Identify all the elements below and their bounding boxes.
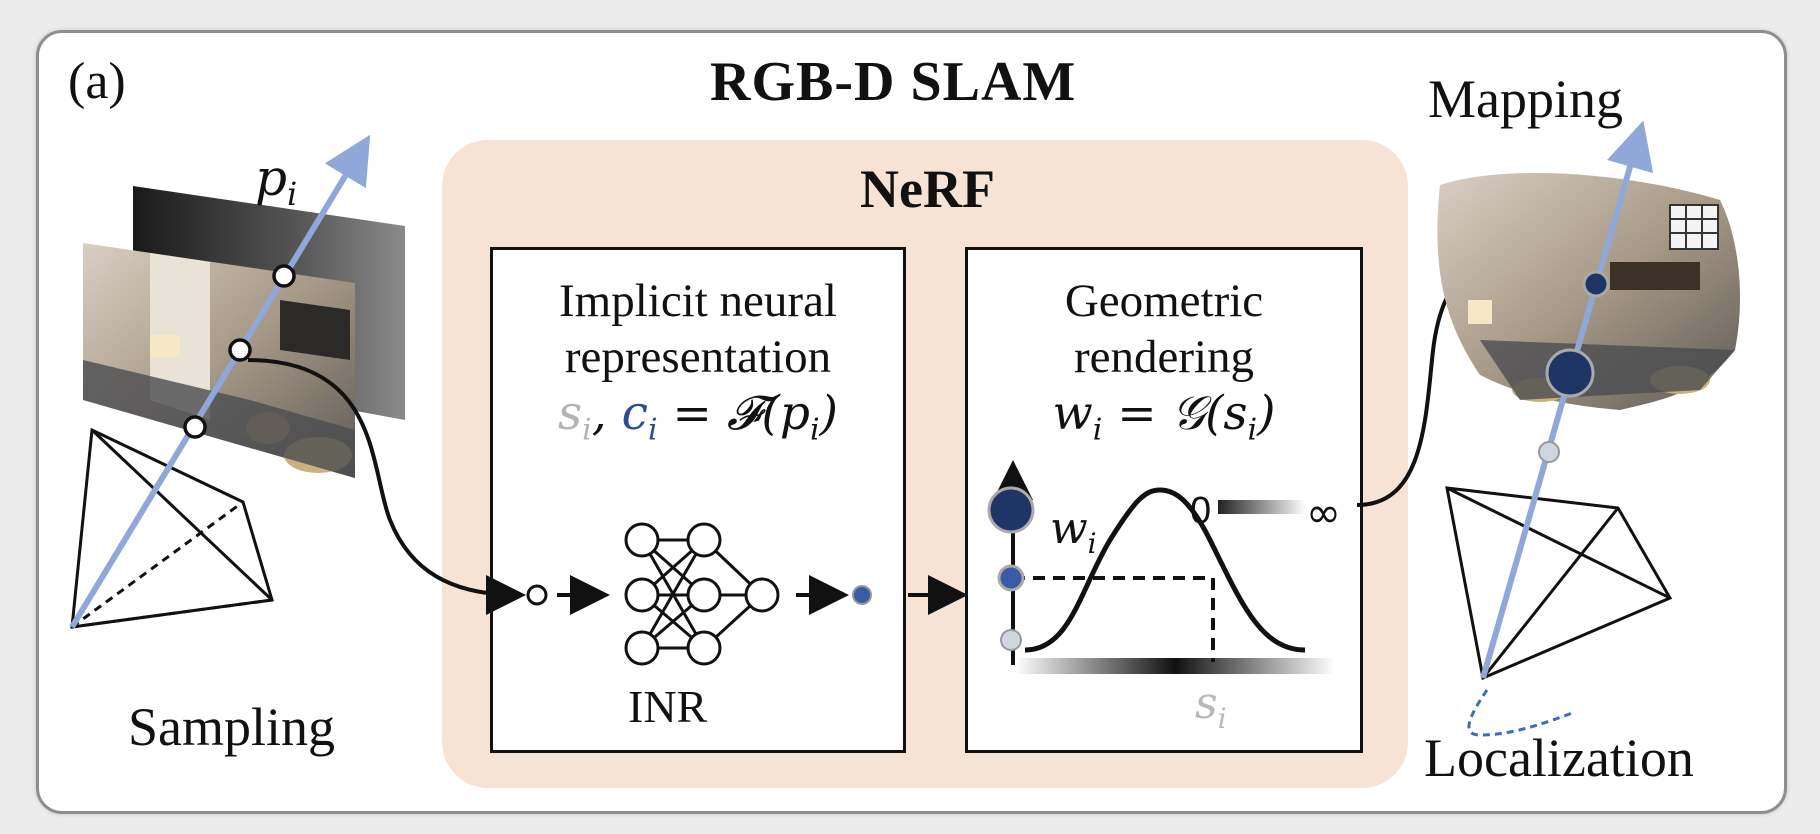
- right-camera-frustum: [1445, 486, 1673, 681]
- map-point-1: [1582, 270, 1610, 298]
- inr-heading-line1: Implicit neural: [559, 275, 837, 327]
- eq-comma: ,: [591, 386, 622, 441]
- eq-function: = 𝓕(p: [657, 386, 810, 441]
- eq-s-subscript: i: [1247, 412, 1258, 448]
- left-camera-frustum: [70, 427, 274, 629]
- eq-s-subscript: i: [582, 412, 592, 448]
- ray-label: pi: [255, 149, 297, 213]
- eq-c-subscript: i: [648, 412, 658, 448]
- input-point: [526, 584, 548, 606]
- sampling-caption: Sampling: [128, 697, 336, 757]
- eq-s-symbol: s: [558, 386, 583, 441]
- inr-label: INR: [628, 681, 708, 732]
- eq-function: = 𝒢(s: [1102, 386, 1248, 441]
- localization-caption: Localization: [1424, 728, 1694, 788]
- right-ray: [1480, 120, 1654, 679]
- inr-heading-line2: representation: [564, 331, 832, 383]
- mapping-caption: Mapping: [1428, 69, 1623, 129]
- nerf-title: NeRF: [860, 159, 995, 219]
- legend-zero: 0: [1190, 490, 1211, 532]
- sampling-arrow: [247, 358, 526, 615]
- figure-title: RGB-D SLAM: [710, 51, 1077, 113]
- panel-label: (a): [68, 53, 126, 110]
- legend-gradient: [1218, 500, 1306, 514]
- depth-label: si: [1195, 678, 1227, 735]
- legend-infinity: ∞: [1306, 488, 1341, 537]
- weight-label: wi: [1050, 503, 1097, 560]
- weight-high-point: [987, 486, 1035, 534]
- inr-equation: si, ci = 𝓕(pi): [493, 386, 903, 447]
- eq-close: ): [1257, 386, 1276, 441]
- weight-mid-point: [997, 564, 1025, 592]
- map-point-2: [1545, 348, 1595, 398]
- neural-network-icon: [624, 522, 780, 666]
- camera-trajectory: [1467, 689, 1576, 737]
- map-point-3: [1538, 441, 1560, 463]
- weight-dashes: [1013, 576, 1215, 662]
- sample-point-1: [272, 264, 296, 288]
- depth-gradient: [1015, 658, 1335, 674]
- render-equation: wi = 𝒢(si): [968, 386, 1360, 447]
- render-heading-line1: Geometric: [1064, 275, 1264, 327]
- eq-w-subscript: i: [1092, 412, 1103, 448]
- eq-p-subscript: i: [809, 412, 820, 448]
- eq-w-symbol: w: [1052, 386, 1093, 441]
- inr-box: Implicit neural representation si, ci = …: [490, 247, 906, 753]
- eq-c-symbol: c: [621, 386, 648, 441]
- eq-close: ): [819, 386, 838, 441]
- sample-point-2: [228, 338, 252, 362]
- render-heading-line2: rendering: [1073, 331, 1255, 383]
- left-ray: [69, 134, 371, 629]
- weight-curve: [1024, 487, 1306, 653]
- rgb-image: [83, 243, 355, 478]
- output-point: [852, 585, 872, 605]
- weight-low-point: [1000, 629, 1022, 651]
- sample-point-3: [183, 415, 207, 439]
